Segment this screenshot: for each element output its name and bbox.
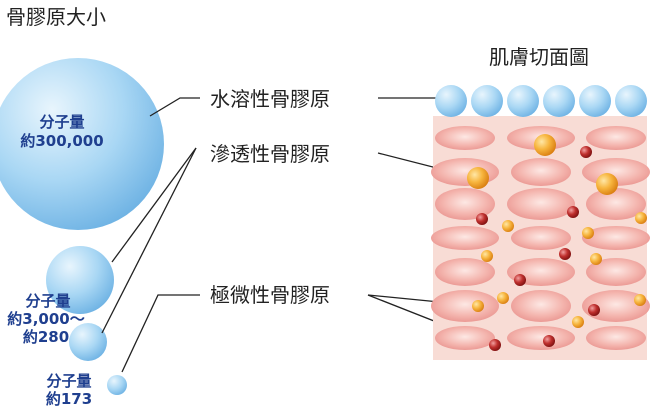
skin-cell: [507, 326, 575, 350]
red-collagen-particle: [559, 248, 571, 260]
penetrating-particles: [467, 134, 647, 351]
skin-cell: [511, 290, 571, 322]
skin-cross-section: [431, 85, 650, 360]
penetrating-leader-b: [101, 147, 197, 334]
surface-collagen-sphere: [543, 85, 575, 117]
orange-collagen-particle: [634, 294, 646, 306]
large-molecule-label-1: 分子量: [39, 113, 84, 131]
skin-cell: [582, 226, 650, 250]
orange-collagen-particle: [481, 250, 493, 262]
medium-small-collagen-molecule: [69, 323, 107, 361]
orange-collagen-particle: [497, 292, 509, 304]
surface-collagen-sphere: [579, 85, 611, 117]
orange-collagen-particle: [635, 212, 647, 224]
callout-water-soluble: 水溶性骨膠原: [210, 87, 330, 111]
skin-cell: [435, 126, 495, 150]
small-molecule-label-2: 約173: [46, 390, 92, 408]
penetrating-leader-a: [111, 147, 197, 263]
red-collagen-particle: [580, 146, 592, 158]
skin-cell: [586, 326, 646, 350]
orange-collagen-particle: [534, 134, 556, 156]
skin-cell: [582, 290, 650, 322]
red-collagen-particle: [588, 304, 600, 316]
small-molecule-label-1: 分子量: [46, 372, 91, 390]
surface-collagen-sphere: [507, 85, 539, 117]
orange-collagen-particle: [572, 316, 584, 328]
large-collagen-molecule: [0, 58, 164, 230]
skin-cell: [511, 158, 571, 186]
orange-collagen-particle: [590, 253, 602, 265]
red-collagen-particle: [514, 274, 526, 286]
skin-title: 肌膚切面圖: [489, 45, 589, 69]
medium-molecule-label-2: 約3,000～: [7, 310, 84, 328]
surface-collagen-layer: [435, 85, 647, 117]
medium-collagen-molecule: [46, 246, 114, 314]
surface-collagen-sphere: [615, 85, 647, 117]
water-soluble-leader-left: [149, 97, 200, 117]
orange-collagen-particle: [596, 173, 618, 195]
red-collagen-particle: [489, 339, 501, 351]
skin-cells: [431, 126, 650, 350]
skin-cell: [431, 226, 499, 250]
skin-cell: [431, 158, 499, 186]
medium-molecule-label-3: 約280: [23, 328, 69, 346]
skin-cell: [586, 258, 646, 286]
skin-cell: [586, 188, 646, 220]
skin-cell: [431, 290, 499, 322]
orange-collagen-particle: [472, 300, 484, 312]
skin-cell: [435, 188, 495, 220]
red-collagen-particle: [567, 206, 579, 218]
medium-molecule-label-1: 分子量: [25, 292, 70, 310]
callout-micro: 極微性骨膠原: [210, 283, 330, 307]
orange-collagen-particle: [582, 227, 594, 239]
skin-cell: [435, 326, 495, 350]
skin-cell: [586, 126, 646, 150]
size-title: 骨膠原大小: [6, 5, 106, 29]
callout-penetrating: 滲透性骨膠原: [210, 142, 330, 166]
surface-collagen-sphere: [435, 85, 467, 117]
skin-cell: [435, 258, 495, 286]
orange-collagen-particle: [502, 220, 514, 232]
surface-collagen-sphere: [471, 85, 503, 117]
large-molecule-label-2: 約300,000: [20, 132, 103, 150]
small-collagen-molecule: [107, 375, 127, 395]
red-collagen-particle: [476, 213, 488, 225]
skin-cell: [511, 226, 571, 250]
red-collagen-particle: [543, 335, 555, 347]
skin-cell: [507, 188, 575, 220]
micro-leader-left: [121, 294, 200, 373]
orange-collagen-particle: [467, 167, 489, 189]
